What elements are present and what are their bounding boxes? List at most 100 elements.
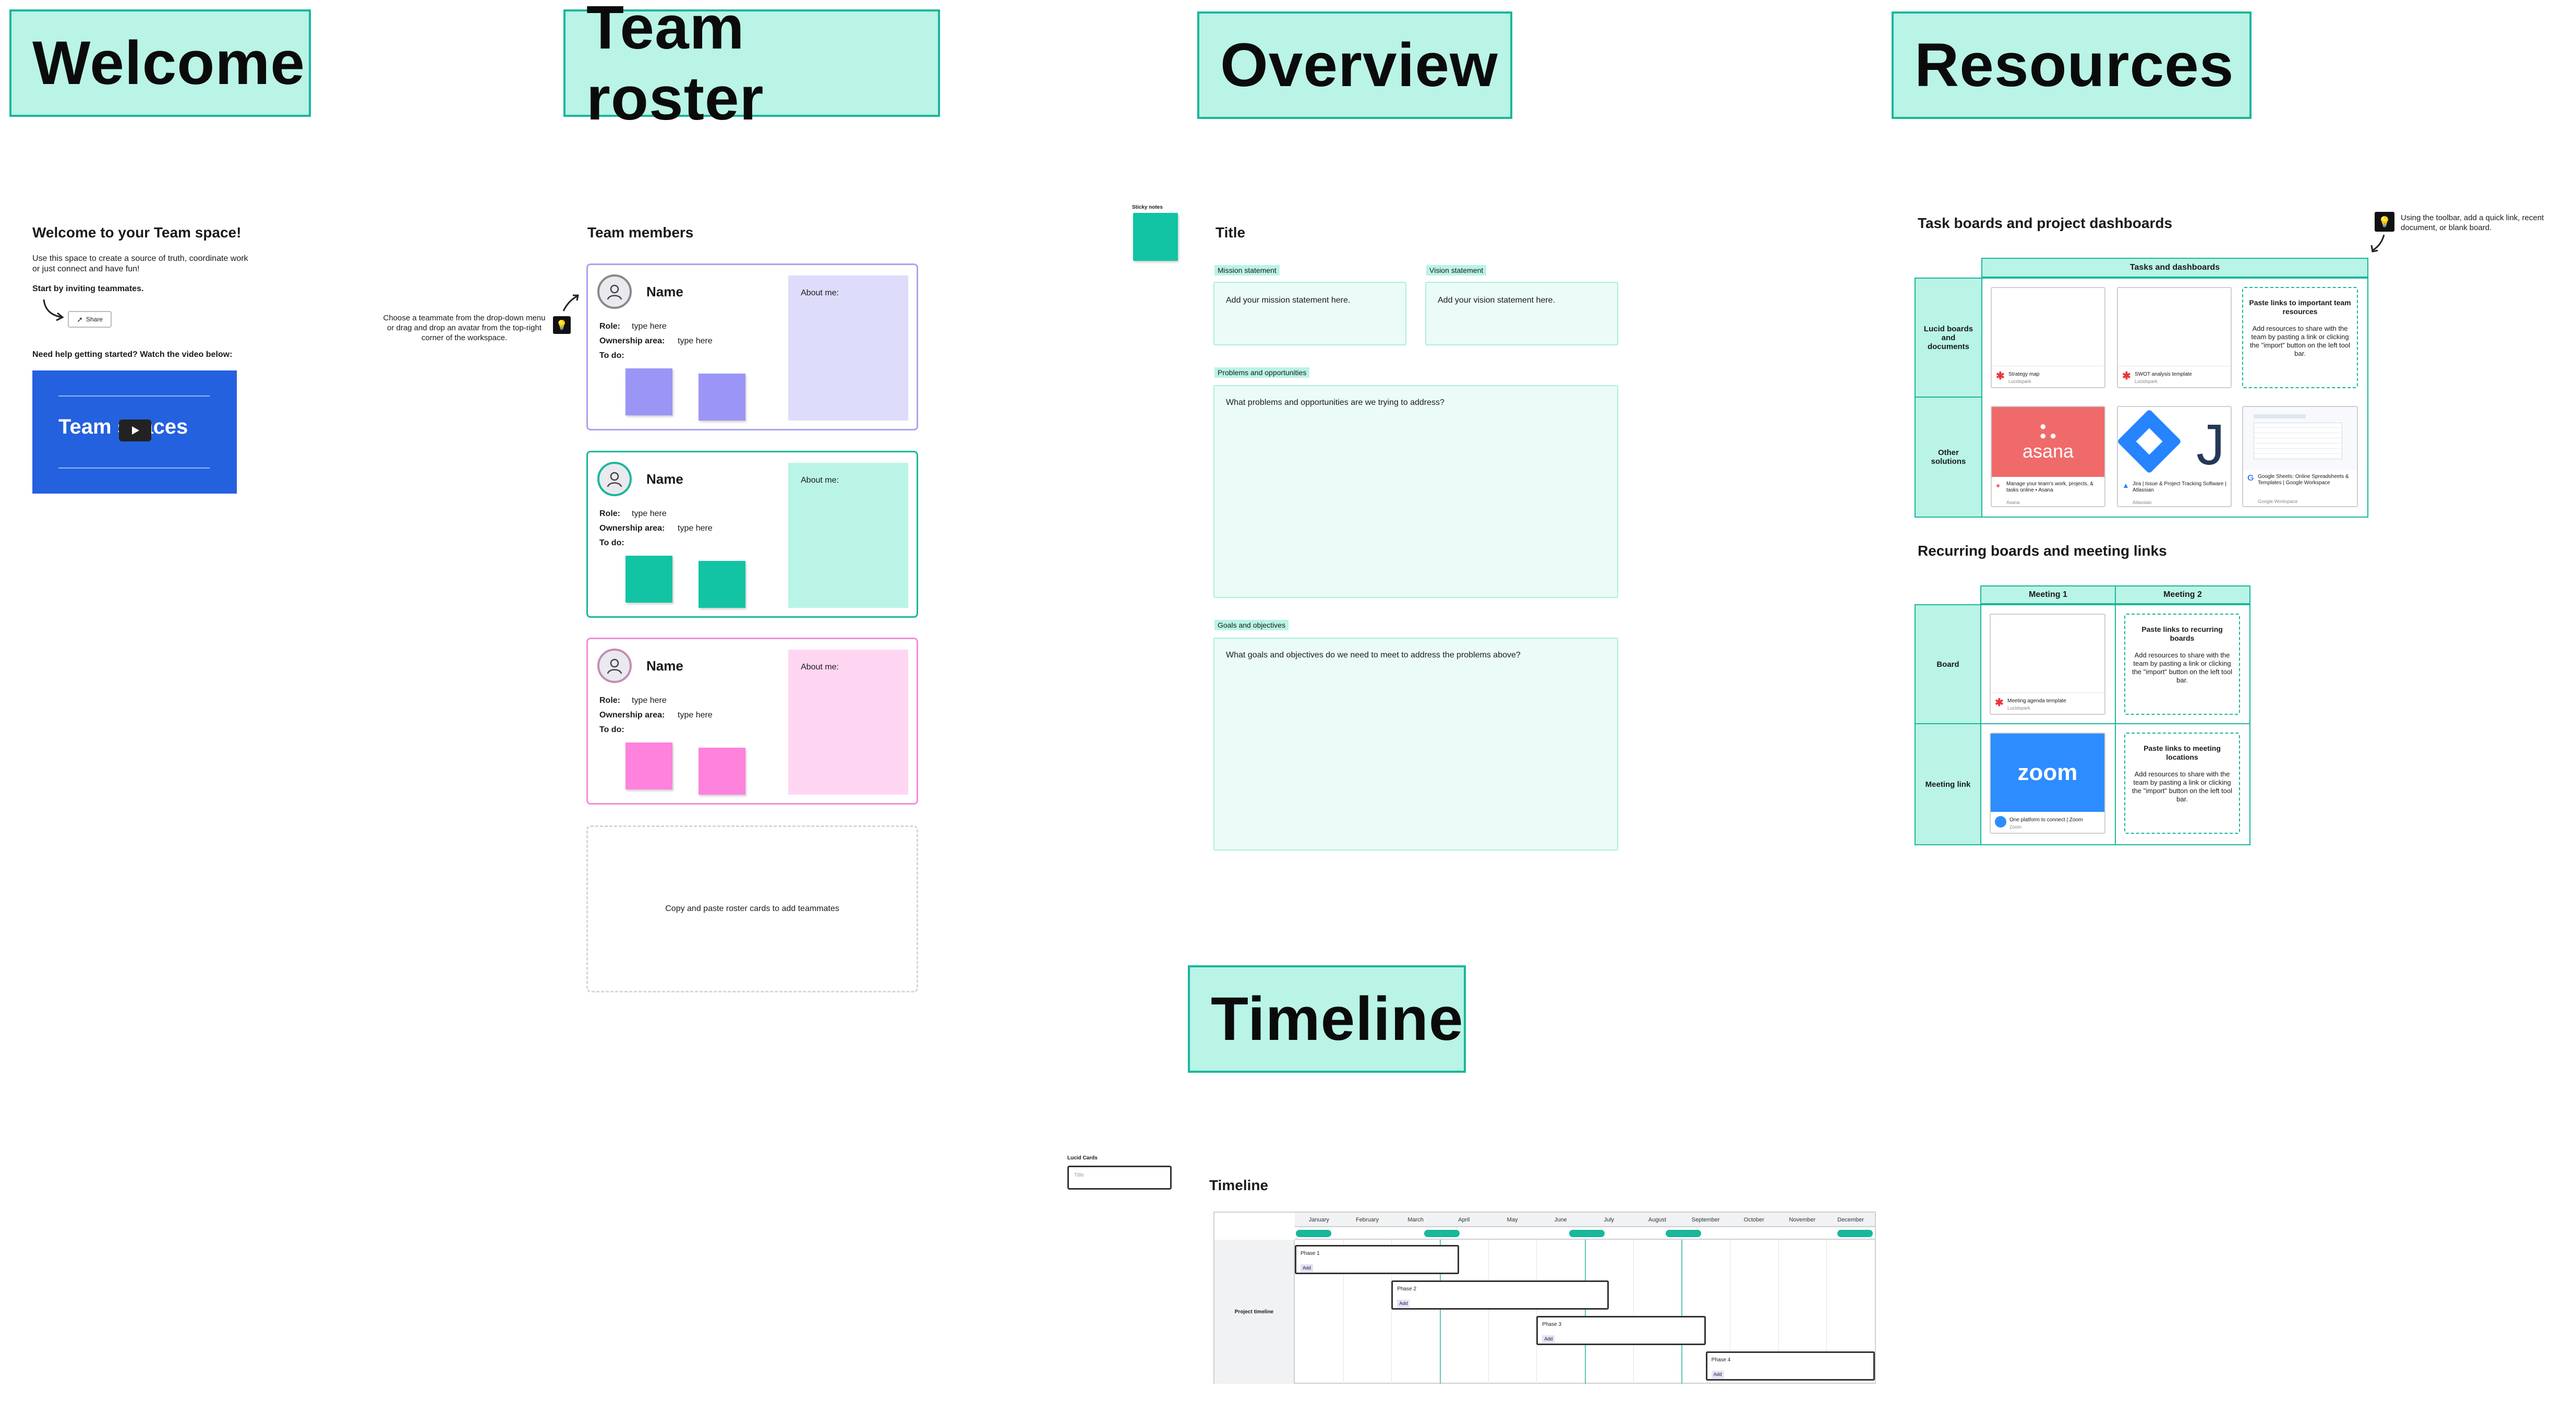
milestone-marker[interactable] bbox=[1424, 1230, 1460, 1237]
avatar-icon[interactable] bbox=[597, 462, 632, 496]
sticky-note[interactable] bbox=[625, 742, 672, 789]
sticky-note[interactable] bbox=[699, 561, 745, 608]
overview-title[interactable]: Title bbox=[1215, 224, 1246, 241]
lucid-card[interactable]: Title bbox=[1067, 1166, 1172, 1190]
role-value[interactable]: type here bbox=[632, 696, 667, 705]
paste-meeting-locations[interactable]: Paste links to meeting locations Add res… bbox=[2124, 733, 2240, 834]
roster-card[interactable]: Name Role: type here Ownership area: typ… bbox=[586, 638, 918, 805]
sticky-note[interactable] bbox=[625, 556, 672, 603]
paste-important-resources[interactable]: Paste links to important team resources … bbox=[2242, 287, 2358, 388]
avatar-icon[interactable] bbox=[597, 649, 632, 683]
timeline-row-label: Project timeline bbox=[1234, 1309, 1274, 1315]
card-name[interactable]: Name bbox=[646, 284, 683, 299]
roster-card[interactable]: Name Role: type here Ownership area: typ… bbox=[586, 263, 918, 430]
section-title-timeline[interactable]: Timeline bbox=[1188, 965, 1466, 1073]
todo-label: To do: bbox=[599, 725, 624, 734]
arrow-icon bbox=[41, 297, 67, 323]
asana-small-icon: ● bbox=[1996, 481, 2001, 489]
roster-card[interactable]: Name Role: type here Ownership area: typ… bbox=[586, 451, 918, 618]
todo-label: To do: bbox=[599, 351, 624, 360]
phase-tag[interactable]: Add bbox=[1542, 1335, 1555, 1343]
milestone-marker[interactable] bbox=[1296, 1230, 1331, 1237]
phase-bar[interactable]: Phase 1 Add bbox=[1295, 1245, 1460, 1274]
about-me-label: About me: bbox=[801, 663, 839, 672]
card-name[interactable]: Name bbox=[646, 658, 683, 674]
lucid-logo-icon: ✱ bbox=[1996, 370, 2005, 382]
timeline-month: October bbox=[1743, 1217, 1764, 1223]
swot-preview bbox=[2118, 288, 2231, 366]
sticky-note[interactable] bbox=[699, 374, 745, 421]
mission-box[interactable]: Add your mission statement here. bbox=[1213, 282, 1406, 345]
recurring-heading: Recurring boards and meeting links bbox=[1918, 543, 2167, 559]
lightbulb-icon: 💡 bbox=[553, 316, 571, 334]
share-button[interactable]: ➚Share bbox=[68, 311, 112, 328]
about-me-label: About me: bbox=[801, 476, 839, 485]
link-card-strategy-map[interactable]: ✱ Strategy map Lucidspark bbox=[1991, 287, 2105, 388]
ownership-value[interactable]: type here bbox=[678, 524, 713, 533]
sticky-note[interactable] bbox=[625, 368, 672, 415]
link-card-meeting-agenda[interactable]: ✱ Meeting agenda template Lucidspark bbox=[1990, 614, 2105, 715]
link-card-jira[interactable]: J ▲ Jira | Issue & Project Tracking Soft… bbox=[2117, 406, 2232, 507]
vision-box[interactable]: Add your vision statement here. bbox=[1425, 282, 1618, 345]
phase-tag[interactable]: Add bbox=[1711, 1371, 1724, 1379]
phase-tag[interactable]: Add bbox=[1301, 1264, 1314, 1272]
about-me-panel[interactable]: About me: bbox=[788, 463, 908, 608]
about-me-panel[interactable]: About me: bbox=[788, 275, 908, 421]
goals-tag: Goals and objectives bbox=[1214, 620, 1289, 630]
goals-box[interactable]: What goals and objectives do we need to … bbox=[1213, 638, 1618, 850]
section-title-resources[interactable]: Resources bbox=[1892, 11, 2252, 119]
jira-preview: J bbox=[2118, 407, 2231, 477]
ownership-value[interactable]: type here bbox=[678, 711, 713, 720]
timeline-grid-line bbox=[1343, 1240, 1344, 1384]
role-value[interactable]: type here bbox=[632, 509, 667, 518]
timeline-month: March bbox=[1407, 1217, 1424, 1223]
timeline-month: December bbox=[1837, 1217, 1864, 1223]
sticky-note[interactable] bbox=[699, 748, 745, 795]
section-title-team-roster[interactable]: Team roster bbox=[563, 0, 940, 133]
ownership-label: Ownership area: bbox=[599, 524, 665, 533]
asana-logo: asana bbox=[2022, 440, 2074, 462]
recurring-table-row-divider bbox=[1980, 723, 2250, 724]
link-card-asana[interactable]: ●● ● asana ● Manage your team's work, pr… bbox=[1991, 406, 2105, 507]
section-title-welcome[interactable]: Welcome bbox=[9, 9, 311, 117]
row-label-other: Other solutions bbox=[1915, 397, 1982, 518]
sticky-note-teal[interactable] bbox=[1133, 213, 1178, 261]
play-icon[interactable] bbox=[119, 420, 151, 441]
timeline-month: September bbox=[1691, 1217, 1720, 1223]
tasks-heading: Task boards and project dashboards bbox=[1918, 215, 2173, 231]
role-value[interactable]: type here bbox=[632, 322, 667, 331]
share-icon: ➚ bbox=[77, 315, 83, 323]
card-name[interactable]: Name bbox=[646, 471, 683, 487]
phase-label: Phase 1 bbox=[1301, 1251, 1320, 1256]
milestone-marker[interactable] bbox=[1569, 1230, 1605, 1237]
timeline-grid-line bbox=[1488, 1240, 1489, 1384]
sheets-caption: Google Sheets: Online Spreadsheets & Tem… bbox=[2258, 474, 2349, 486]
link-card-zoom[interactable]: zoom One platform to connect | Zoom Zoom bbox=[1990, 733, 2105, 834]
link-card-swot[interactable]: ✱ SWOT analysis template Lucidspark bbox=[2117, 287, 2232, 388]
sheets-preview bbox=[2243, 407, 2357, 470]
avatar-icon[interactable] bbox=[597, 274, 632, 309]
about-me-panel[interactable]: About me: bbox=[788, 650, 908, 795]
share-button-label: Share bbox=[86, 316, 103, 323]
problems-box[interactable]: What problems and opportunities are we t… bbox=[1213, 385, 1618, 598]
video-line-top bbox=[58, 396, 210, 397]
mission-text: Add your mission statement here. bbox=[1226, 296, 1351, 305]
section-title-overview[interactable]: Overview bbox=[1197, 11, 1512, 119]
lucid-logo-icon: ✱ bbox=[1995, 697, 2004, 709]
add-roster-card-placeholder[interactable]: Copy and paste roster cards to add teamm… bbox=[586, 825, 918, 992]
video-thumbnail[interactable]: Team spaces bbox=[32, 370, 237, 494]
milestone-marker[interactable] bbox=[1666, 1230, 1702, 1237]
paste-meeting-body: Add resources to share with the team by … bbox=[2132, 770, 2233, 803]
link-card-google-sheets[interactable]: G Google Sheets: Online Spreadsheets & T… bbox=[2242, 406, 2358, 507]
phase-tag[interactable]: Add bbox=[1397, 1300, 1410, 1308]
mission-tag: Mission statement bbox=[1214, 265, 1280, 275]
milestone-marker[interactable] bbox=[1837, 1230, 1873, 1237]
ownership-label: Ownership area: bbox=[599, 337, 665, 345]
ownership-value[interactable]: type here bbox=[678, 337, 713, 345]
jira-sub: Atlassian bbox=[2133, 500, 2152, 505]
paste-recurring-boards[interactable]: Paste links to recurring boards Add reso… bbox=[2124, 614, 2240, 715]
